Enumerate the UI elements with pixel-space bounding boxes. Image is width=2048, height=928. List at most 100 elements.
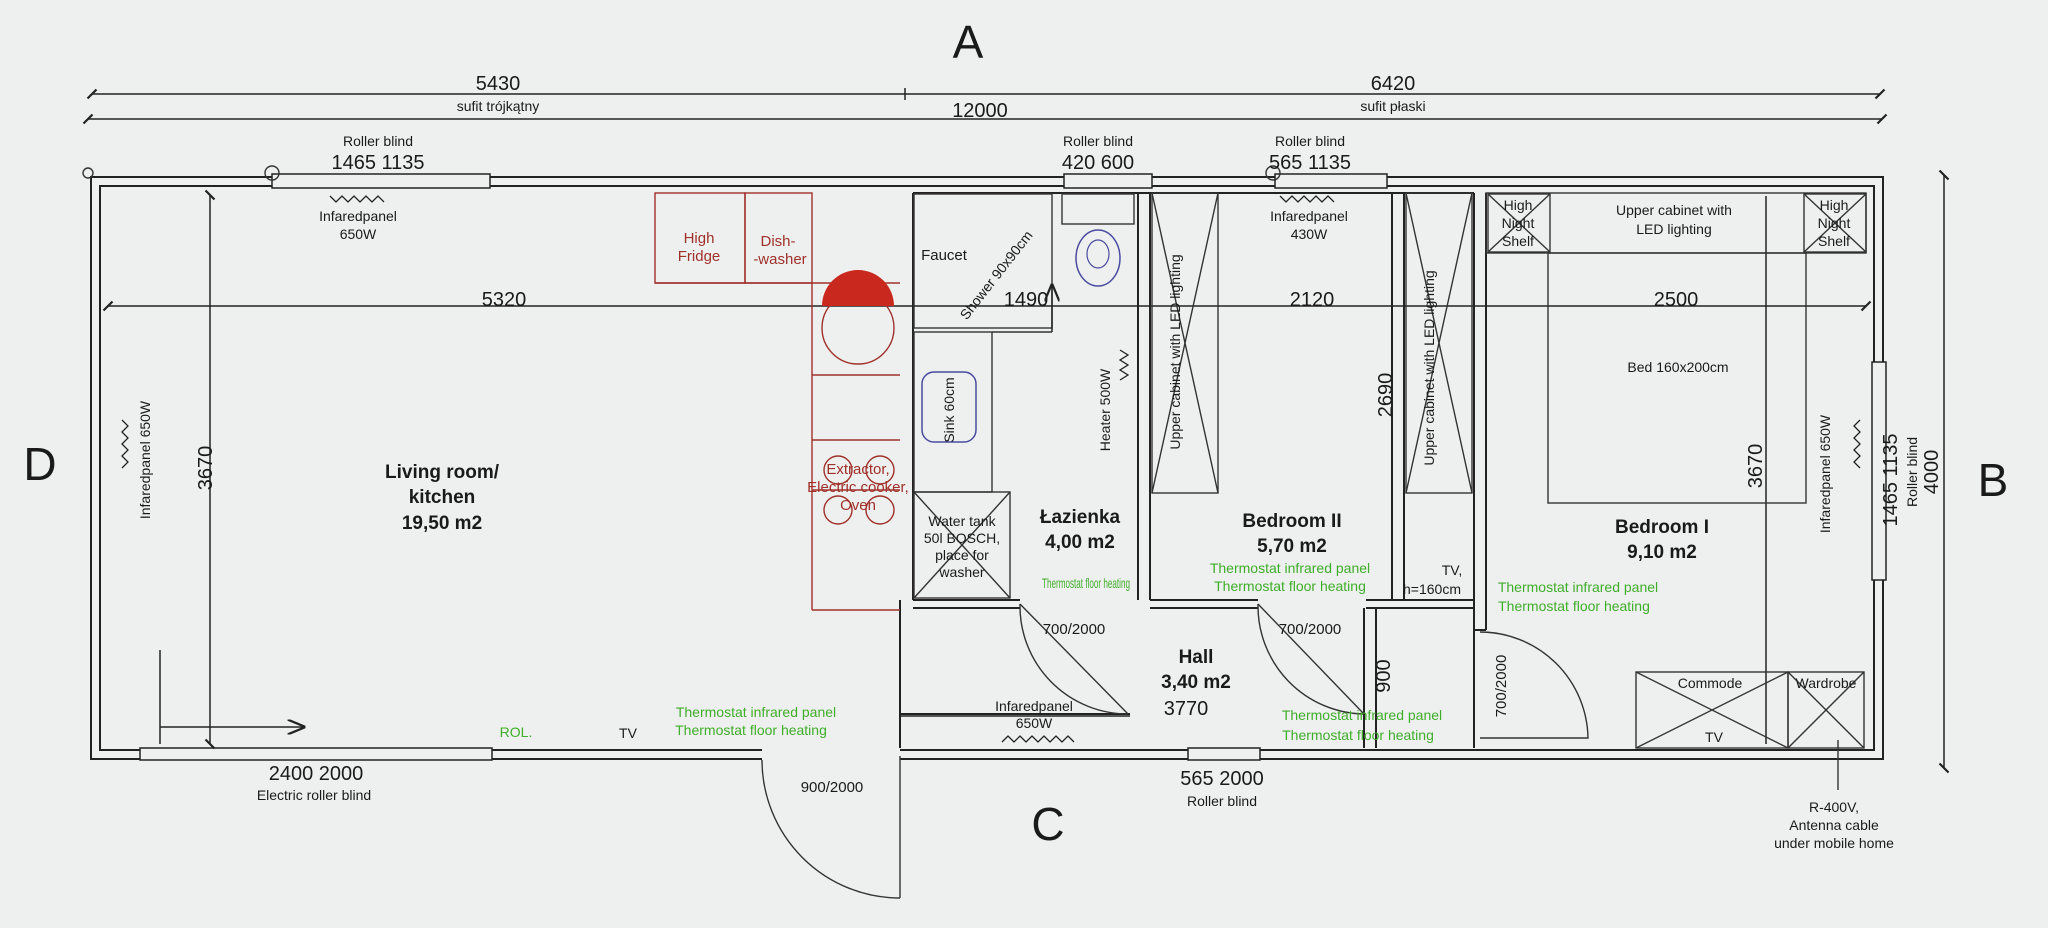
heater-label: Heater 500W <box>1097 368 1113 451</box>
dim-overall-height: 4000 <box>1921 450 1943 495</box>
toilet <box>1075 229 1121 287</box>
door-bed1 <box>1479 631 1589 739</box>
night-shelf-right-label: High <box>1820 197 1849 213</box>
door-bath-label: 700/2000 <box>1043 621 1106 638</box>
thermostat-hall-floor: Thermostat floor heating <box>1282 727 1434 743</box>
night-shelf-right <box>1803 193 1867 253</box>
outer-wall <box>90 176 1884 760</box>
electric-roller-blind: Electric roller blind <box>257 787 371 803</box>
dim-hall-width: 3770 <box>1164 698 1209 720</box>
window-bath-top <box>1063 173 1153 189</box>
panel-hall-label-2: 650W <box>1016 715 1053 731</box>
sink-label: Sink 60cm <box>941 377 957 442</box>
panel-living-left-label: Infaredpanel 650W <box>137 400 153 519</box>
roller-blind-bed2: Roller blind <box>1275 133 1345 149</box>
high-fridge-label: High <box>684 230 715 247</box>
dishwasher-label: Dish- <box>760 233 795 250</box>
upper-cabinet-bed2-right <box>1405 192 1473 494</box>
roller-blind-hall: Roller blind <box>1187 793 1257 809</box>
tank-label-3: place for <box>935 547 989 563</box>
room-bath-name: Łazienka <box>1040 507 1121 528</box>
wardrobe <box>1787 671 1865 749</box>
tv-bed2-label: TV, <box>1442 562 1463 578</box>
tv-living-label: TV <box>619 725 638 741</box>
panel-living-top-label-2: 650W <box>340 226 377 242</box>
window-hall-bottom-size: 565 2000 <box>1180 768 1263 790</box>
dim-living-height: 3670 <box>195 446 217 491</box>
high-fridge-label-2: Fridge <box>678 248 721 265</box>
tank-label-2: 50l BOSCH, <box>924 530 1000 546</box>
door-entry <box>761 756 901 899</box>
thermostat-living-floor: Thermostat floor heating <box>675 722 827 738</box>
wardrobe-label: Wardrobe <box>1796 675 1857 691</box>
upper-cabinet-bed2-label: Upper cabinet with LED lighting <box>1167 254 1183 449</box>
thermostat-bed1-floor: Thermostat floor heating <box>1498 598 1650 614</box>
antenna-label-2: Antenna cable <box>1789 817 1879 833</box>
upper-cabinet-bed2 <box>1151 192 1219 494</box>
antenna-label-3: under mobile home <box>1774 835 1894 851</box>
compass-top: A <box>953 16 984 68</box>
panel-living-top-label: Infaredpanel <box>319 208 397 224</box>
upper-cabinet-bed1-label: Upper cabinet with <box>1616 202 1732 218</box>
faucet-label: Faucet <box>921 247 968 264</box>
hob-ring <box>823 455 853 485</box>
compass-right: B <box>1978 454 2009 506</box>
commode-label: Commode <box>1678 675 1743 691</box>
tv-height-label: h=160cm <box>1403 581 1461 597</box>
panel-hall-label: Infaredpanel <box>995 698 1073 714</box>
window-bed2-top <box>1274 173 1388 189</box>
dim-left-top: 5430 <box>476 73 521 95</box>
thermostat-bed2-floor: Thermostat floor heating <box>1214 578 1366 594</box>
dim-hall-side: 900 <box>1373 659 1395 692</box>
shower <box>913 193 1053 329</box>
room-living-name: Living room/ <box>385 462 500 483</box>
cooker-label-3: Oven <box>840 497 876 514</box>
dim-bed1-height: 3670 <box>1745 444 1767 489</box>
window-living-top <box>271 173 491 189</box>
window-living-size: 1465 1135 <box>331 152 424 174</box>
door-bath <box>1019 603 1129 715</box>
tank-label: Water tank <box>928 513 996 529</box>
cooker-label: Extractor, <box>826 461 889 478</box>
panel-bed1-right-label: Infaredpanel 650W <box>1817 414 1833 533</box>
tv-bed1-label: TV <box>1705 729 1724 745</box>
compass-bottom: C <box>1031 798 1064 850</box>
dim-bed2-height: 2690 <box>1375 373 1397 418</box>
heater-zigzag <box>1118 349 1130 381</box>
window-bed1-right <box>1871 361 1887 581</box>
door-bed2 <box>1257 603 1365 715</box>
room-bed1-name: Bedroom I <box>1615 517 1709 538</box>
night-shelf-left-label-3: Shelf <box>1502 233 1534 249</box>
upper-cabinet-bed1-label-2: LED lighting <box>1636 221 1712 237</box>
infrared-panel-bed2 <box>1279 195 1335 203</box>
bed-label: Bed 160x200cm <box>1627 359 1728 375</box>
dim-bath-width: 1490 <box>1004 289 1049 311</box>
door-bed1-label: 700/2000 <box>1493 655 1510 718</box>
upper-cabinet-bed2-right-label: Upper cabinet with LED lighting <box>1421 270 1437 465</box>
room-bed2-area: 5,70 m2 <box>1257 536 1327 557</box>
antenna-label: R-400V, <box>1809 799 1859 815</box>
window-bed1-size: 1465 1135 <box>1880 433 1902 526</box>
infrared-panel-living-left <box>121 419 129 469</box>
sink <box>921 371 977 443</box>
cooker-label-2: Electric cooker, <box>807 479 909 496</box>
dim-living-width: 5320 <box>482 289 527 311</box>
entry-opening <box>762 748 900 760</box>
room-bed2-name: Bedroom II <box>1242 511 1341 532</box>
thermostat-bed2-infra: Thermostat infrared panel <box>1210 560 1370 576</box>
room-bed1-area: 9,10 m2 <box>1627 542 1697 563</box>
roller-blind-living: Roller blind <box>343 133 413 149</box>
night-shelf-right-label-3: Shelf <box>1818 233 1850 249</box>
tank-label-4: washer <box>938 564 984 580</box>
ceiling-left: sufit trójkątny <box>457 98 539 114</box>
dim-bed2-width: 2120 <box>1290 289 1335 311</box>
dishwasher-label-2: -washer <box>753 251 806 268</box>
infrared-panel-hall <box>1001 735 1075 743</box>
compass-left: D <box>23 438 56 490</box>
thermostat-hall-infra: Thermostat infrared panel <box>1282 707 1442 723</box>
dim-total: 12000 <box>952 100 1008 122</box>
window-bed2-size: 565 1135 <box>1269 152 1351 174</box>
room-hall-area: 3,40 m2 <box>1161 672 1231 693</box>
dim-bed1-width: 2500 <box>1654 289 1699 311</box>
